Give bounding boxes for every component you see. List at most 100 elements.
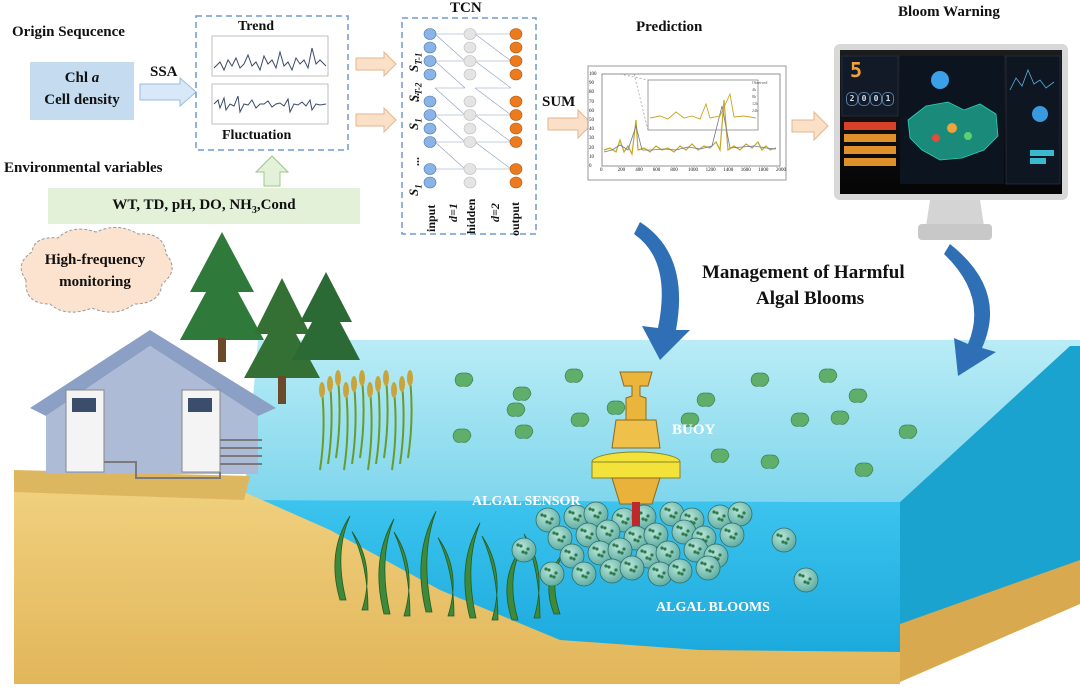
- dash-map-pin-2: [932, 134, 940, 142]
- seaweed-blade: [420, 511, 437, 613]
- algal-bloom-cell: [572, 557, 576, 561]
- algal-bloom-cell: [696, 551, 700, 555]
- algal-bloom-cell: [729, 535, 733, 539]
- env-variables-box: [48, 188, 360, 224]
- algal-bloom-cell: [557, 538, 561, 542]
- dash-pie: [1032, 106, 1048, 122]
- tcn-output-label: output: [508, 201, 522, 236]
- prediction-y-tick: 60: [589, 108, 594, 114]
- algal-bloom-colony: [771, 527, 797, 553]
- algal-bloom-cell: [593, 514, 597, 518]
- tcn-input-node: [423, 122, 437, 135]
- prediction-x-tick: 1000: [688, 168, 698, 173]
- reed-head: [383, 370, 389, 386]
- prediction-legend-item: 12h: [752, 101, 758, 106]
- dash-tile: 1: [882, 92, 894, 106]
- origin-sequence-title: Origin Sequcence: [12, 24, 125, 40]
- algal-bloom-colony: [719, 522, 745, 548]
- algal-bloom-cell: [547, 568, 551, 572]
- prediction-x-tick: 600: [652, 168, 661, 173]
- prediction-y-tick: 100: [589, 72, 597, 77]
- algal-bloom-cell: [776, 533, 780, 537]
- algal-bloom-cell: [672, 515, 676, 519]
- algal-bloom-cell: [705, 568, 709, 572]
- algal-bloom-colony: [695, 555, 721, 581]
- prediction-y-tick: 0: [589, 164, 592, 169]
- algal-bloom-cell: [569, 556, 573, 560]
- algal-bloom-cell: [781, 540, 785, 544]
- prediction-forecast-line: [603, 105, 777, 153]
- algal-bloom-cell: [737, 514, 741, 518]
- tcn-seq-letter: S: [406, 64, 421, 72]
- algal-bloom-cell: [698, 547, 702, 551]
- algal-bloom-cell: [544, 567, 548, 571]
- tcn-seq-letter: S: [406, 188, 421, 196]
- tcn-input-label: input: [424, 204, 438, 232]
- algal-bloom-cell: [660, 575, 664, 579]
- prediction-x-tick: 800: [670, 168, 678, 173]
- tcn-output-node: [509, 163, 523, 175]
- surface-algae-patch: [696, 392, 716, 407]
- tcn-edge: [434, 87, 466, 116]
- prediction-title: Prediction: [636, 19, 703, 35]
- surface-algae: [452, 368, 918, 477]
- tcn-input-node: [423, 109, 437, 121]
- algal-bloom-cell: [667, 508, 671, 512]
- tcn-seq-label: S1: [406, 118, 424, 130]
- algal-bloom-cell: [648, 528, 652, 532]
- algal-bloom-cell: [696, 531, 700, 535]
- reed-head: [359, 370, 365, 386]
- algal-sensor-label: ALGAL SENSOR: [472, 494, 581, 509]
- dash-warn-row-2: [844, 134, 896, 142]
- algal-bloom-cell: [672, 564, 676, 568]
- algal-bloom-cell: [710, 565, 714, 569]
- algal-bloom-colony: [793, 567, 819, 593]
- algal-bloom-cell: [708, 569, 712, 573]
- tcn-hidden-node: [463, 176, 477, 189]
- algal-bloom-cell: [735, 508, 739, 512]
- algal-bloom-cell: [650, 553, 654, 557]
- origin-line1-prefix: Chl: [64, 70, 92, 86]
- algal-bloom-cell: [687, 514, 691, 518]
- algal-bloom-cell: [665, 553, 669, 557]
- algal-bloom-cell: [567, 550, 571, 554]
- algal-bloom-cluster: [511, 501, 819, 593]
- algal-bloom-cell: [670, 550, 674, 554]
- algal-bloom-cell: [688, 543, 692, 547]
- tcn-edge: [434, 33, 466, 62]
- algal-bloom-cell: [686, 529, 690, 533]
- tcn-hidden-node: [463, 41, 477, 54]
- reed-head: [335, 370, 341, 386]
- algal-bloom-cell: [596, 515, 600, 519]
- tcn-hidden-node: [463, 122, 477, 135]
- prediction-legend-item: 24h: [752, 108, 758, 113]
- algal-bloom-cell: [624, 521, 628, 525]
- tcn-output-node: [509, 68, 523, 81]
- tcn-edge: [434, 114, 466, 143]
- reed-head: [375, 376, 381, 392]
- algal-bloom-colony: [511, 537, 537, 563]
- algal-bloom-cell: [595, 547, 599, 551]
- surface-algae-patch: [570, 412, 590, 427]
- tcn-network: [423, 28, 523, 189]
- reed-head: [407, 370, 413, 386]
- tcn-input-node: [423, 41, 437, 54]
- algal-bloom-cell: [663, 547, 667, 551]
- algal-bloom-cell: [640, 549, 644, 553]
- tcn-box: [401, 17, 537, 235]
- dash-warn-row-1: [844, 122, 896, 130]
- tcn-seq-dots: ...: [408, 93, 422, 102]
- algal-bloom-colony: [727, 501, 753, 527]
- tcn-output-node: [509, 122, 523, 135]
- prediction-y-tick: 50: [589, 118, 594, 123]
- tcn-seq-sub: 1: [413, 184, 424, 189]
- algal-bloom-cell: [718, 553, 722, 557]
- algal-bloom-cell: [540, 513, 544, 517]
- trend-line: [213, 47, 327, 72]
- algal-bloom-cell: [600, 554, 604, 558]
- surface-algae-patch: [750, 372, 770, 387]
- sand-side-face: [900, 560, 1080, 682]
- algal-bloom-cell: [786, 537, 790, 541]
